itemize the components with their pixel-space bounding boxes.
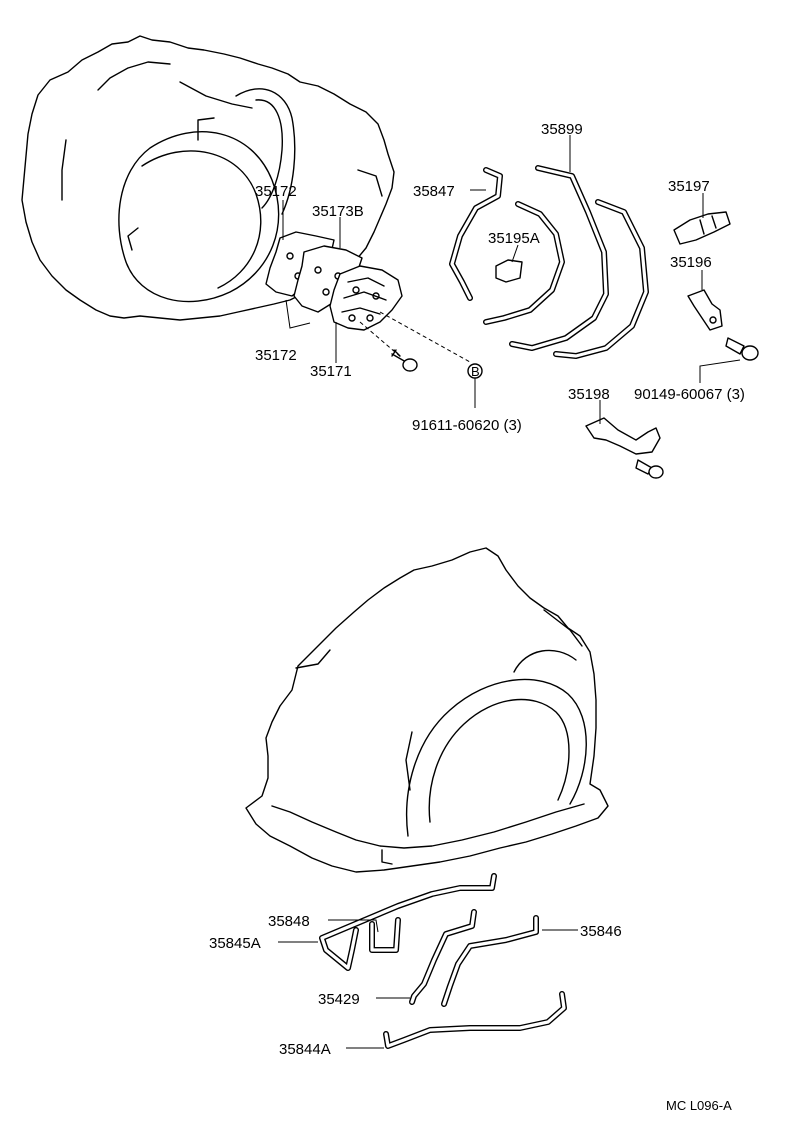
footer-code: MC L096-A bbox=[666, 1098, 732, 1113]
tube-35845A bbox=[319, 873, 497, 971]
label-35172-bottom: 35172 bbox=[255, 347, 297, 364]
tube-35429 bbox=[409, 909, 477, 1005]
label-35173B: 35173B bbox=[312, 203, 364, 220]
bracket-35196 bbox=[687, 289, 723, 331]
label-35195A: 35195A bbox=[488, 230, 540, 247]
bolt-91611-60620 bbox=[391, 349, 418, 372]
bracket-35198 bbox=[585, 417, 661, 455]
tube-35899 bbox=[509, 165, 609, 351]
label-35847: 35847 bbox=[413, 183, 455, 200]
label-35429: 35429 bbox=[318, 991, 360, 1008]
tube-35195A bbox=[483, 201, 565, 325]
dashed-guide-line-2 bbox=[379, 311, 471, 363]
tube-35847 bbox=[449, 167, 503, 301]
valve-body-35171 bbox=[329, 265, 403, 331]
label-91611-60620: 91611-60620 (3) bbox=[412, 417, 522, 434]
bolt-90149-60067 bbox=[725, 337, 759, 361]
plate-35173B bbox=[293, 245, 363, 313]
tube-35848 bbox=[369, 917, 401, 953]
transaxle-case-upper bbox=[21, 35, 395, 321]
clip-35195A bbox=[495, 259, 523, 283]
label-35848: 35848 bbox=[268, 913, 310, 930]
label-35899: 35899 bbox=[541, 121, 583, 138]
transaxle-case-lower bbox=[245, 547, 609, 873]
tube-35846 bbox=[441, 915, 539, 1007]
sensor-35197 bbox=[673, 211, 731, 245]
label-35197: 35197 bbox=[668, 178, 710, 195]
label-35845A: 35845A bbox=[209, 935, 261, 952]
label-35172-top: 35172 bbox=[255, 183, 297, 200]
tube-35899-outer bbox=[553, 199, 649, 359]
label-35198: 35198 bbox=[568, 386, 610, 403]
label-35171: 35171 bbox=[310, 363, 352, 380]
dashed-guide-line-1 bbox=[359, 321, 403, 359]
leader-lines bbox=[278, 135, 741, 1049]
bolt-35198 bbox=[635, 459, 664, 479]
bolt-mark-b: B bbox=[471, 364, 480, 379]
tube-35844A bbox=[383, 991, 567, 1049]
label-35196: 35196 bbox=[670, 254, 712, 271]
label-35846: 35846 bbox=[580, 923, 622, 940]
label-90149-60067: 90149-60067 (3) bbox=[634, 386, 745, 403]
label-35844A: 35844A bbox=[279, 1041, 331, 1058]
